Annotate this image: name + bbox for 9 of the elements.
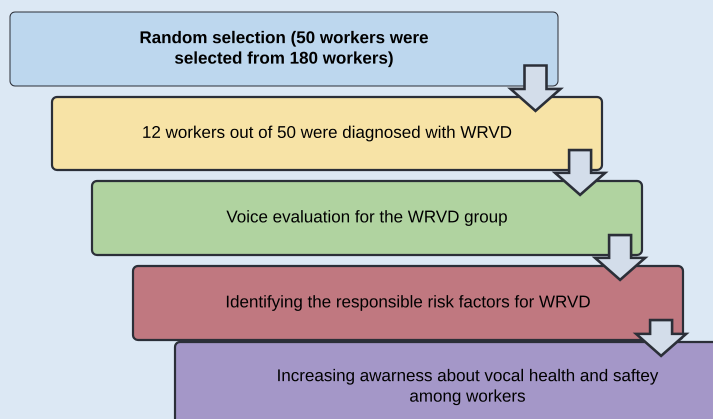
process-box: Random selection (50 workers were selected from 180 workers) xyxy=(10,12,558,86)
process-box: Identifying the responsible risk factors for WRVD xyxy=(132,264,684,342)
block-arrow xyxy=(592,234,649,282)
process-box: 12 workers out of 50 were diagnosed with WRVD xyxy=(50,96,604,172)
process-box: Increasing awarness about vocal health and saftey among workers xyxy=(174,340,713,419)
block-arrow xyxy=(507,64,564,113)
block-arrow xyxy=(552,148,609,197)
process-box: Voice evaluation for the WRVD group xyxy=(90,180,644,256)
block-arrow xyxy=(632,318,690,358)
